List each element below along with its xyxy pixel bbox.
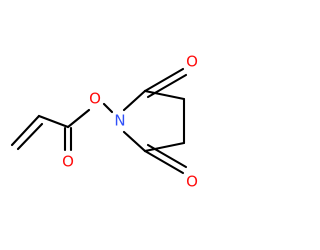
ester-ether-oxygen-label: O (89, 90, 101, 108)
upper-carbonyl-double-bond-a (143, 67, 185, 93)
ester-oxygen-to-nitrogen-bond (102, 102, 114, 114)
ring-upper-carbon-to-ch2-bond (143, 89, 186, 101)
lower-ring-carbonyl-oxygen-label: O (186, 173, 198, 191)
carbonyl-to-ester-oxygen-bond (66, 108, 91, 129)
lower-carbonyl-double-bond-a (143, 149, 185, 175)
ester-carbonyl-oxygen-label: O (62, 153, 74, 171)
imide-nitrogen-label: N (114, 112, 125, 130)
ring-ch2-to-lower-carbon-bond (143, 141, 186, 153)
upper-ring-carbonyl-oxygen-label: O (186, 53, 198, 71)
structural-formula: O O N O O (10, 53, 198, 191)
nitrogen-to-lower-carbon-bond (122, 130, 147, 153)
nitrogen-to-upper-carbon-bond (122, 89, 147, 112)
vinyl-to-carbonyl-bond (37, 114, 70, 129)
vinyl-double-bond-inner (16, 122, 44, 151)
vinyl-double-bond-outer (10, 114, 41, 147)
molecule-canvas: O O N O O (10, 52, 198, 191)
